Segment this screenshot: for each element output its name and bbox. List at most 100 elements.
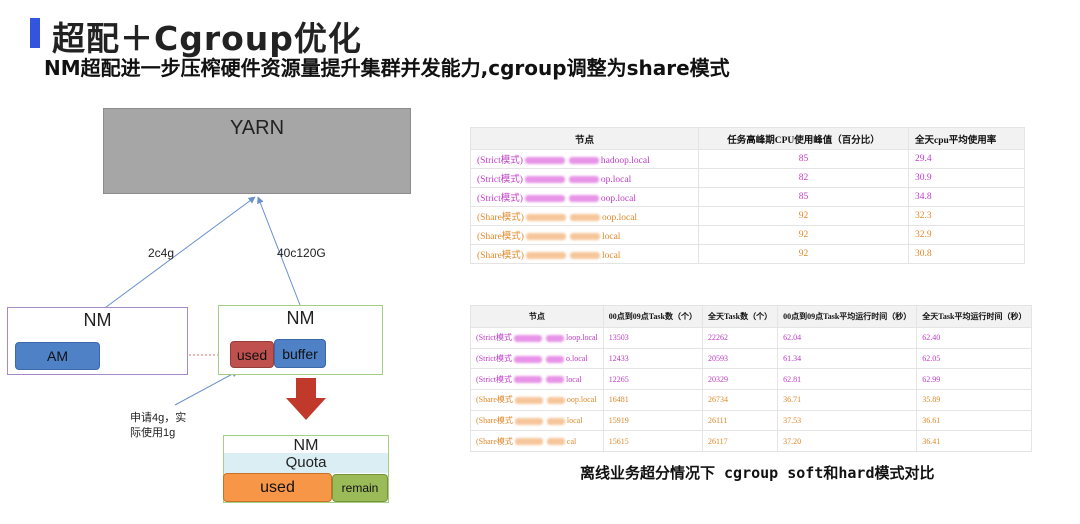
cpu-node-cell: (Strict模式) op.local: [470, 168, 699, 188]
cpu-node-cell: (Strict模式) oop.local: [470, 187, 699, 207]
task-count-0009-cell: 12265: [602, 368, 703, 391]
task-count-0009-cell: 15919: [602, 409, 703, 432]
quota-used-bar: used: [223, 473, 332, 502]
redacted-hostname-blur: [514, 397, 543, 405]
redacted-hostname-blur: [546, 355, 564, 363]
task-header-task-count-day: 全天Task数（个）: [701, 305, 779, 328]
cpu-avg-cell: 30.9: [908, 168, 1025, 188]
yarn-label: YARN: [229, 117, 285, 139]
cpu-node-mode: (Share模式): [477, 251, 524, 261]
cpu-node-hostname: oop.local: [600, 194, 637, 204]
cpu-peak-cell: 92: [698, 206, 909, 226]
avg-time-0009-cell: 36.71: [777, 389, 918, 411]
avg-time-day-cell: 62.99: [916, 368, 1033, 391]
avg-time-0009-cell: 37.53: [777, 409, 918, 432]
request-note: 申请4g，实 际使用1g: [130, 411, 186, 441]
task-count-0009-cell: 13503: [602, 327, 703, 349]
task-node-mode: (Share模式: [476, 416, 513, 426]
task-node-mode: (Share模式: [476, 436, 513, 446]
cpu-avg-cell: 32.3: [908, 206, 1025, 226]
page-subtitle: NM超配进一步压榨硬件资源量提升集群并发能力,cgroup调整为share模式: [44, 56, 730, 80]
redacted-hostname-blur: [568, 157, 599, 165]
cpu-avg-cell: 30.8: [908, 244, 1025, 264]
down-arrow-icon: [286, 378, 326, 420]
redacted-hostname-blur: [514, 438, 543, 446]
cpu-peak-cell: 92: [698, 244, 909, 264]
avg-time-day-cell: 35.89: [916, 389, 1033, 411]
avg-time-0009-cell: 62.81: [777, 368, 918, 391]
avg-time-0009-cell: 61.34: [777, 347, 918, 370]
cpu-peak-cell: 85: [698, 187, 909, 207]
cpu-node-mode: (Strict模式): [477, 175, 523, 185]
nm-left-label: NM: [83, 310, 112, 330]
note-pointer: [174, 370, 239, 406]
cpu-node-hostname: local: [601, 251, 621, 261]
cpu-peak-cell: 85: [698, 149, 909, 169]
cpu-node-cell: (Share模式) local: [470, 244, 699, 264]
cpu-node-hostname: hadoop.local: [600, 156, 650, 166]
avg-time-day-cell: 36.61: [916, 409, 1033, 432]
task-node-cell: (Strict模式 local: [470, 368, 604, 391]
task-header-avg-time-day: 全天Task平均运行时间（秒）: [916, 305, 1033, 328]
title-accent-bar: [30, 18, 40, 48]
redacted-hostname-blur: [569, 214, 600, 222]
task-stats-table: 节点 00点到09点Task数（个） 全天Task数（个） 00点到09点Tas…: [470, 305, 1033, 453]
task-table-header-row: 节点 00点到09点Task数（个） 全天Task数（个） 00点到09点Tas…: [470, 305, 1033, 328]
task-node-mode: (Strict模式: [476, 333, 512, 343]
redacted-hostname-blur: [546, 397, 565, 405]
redacted-hostname-blur: [525, 233, 566, 241]
task-node-hostname: oop.local: [566, 395, 597, 405]
task-node-mode: (Strict模式: [476, 374, 512, 384]
task-count-day-cell: 26734: [701, 389, 779, 411]
cpu-header-peak: 任务高峰期CPU使用峰值（百分比）: [698, 127, 909, 150]
redacted-hostname-blur: [568, 176, 599, 184]
redacted-hostname-blur: [514, 355, 542, 363]
nm-right-label: NM: [286, 308, 315, 328]
redacted-hostname-blur: [514, 376, 542, 384]
task-count-day-cell: 26111: [701, 409, 779, 432]
task-header-task-count-0009: 00点到09点Task数（个）: [602, 305, 703, 328]
request-note-line1: 申请4g，实: [130, 412, 187, 424]
task-node-hostname: cal: [566, 436, 577, 446]
redacted-hostname-blur: [524, 157, 565, 165]
avg-time-0009-cell: 37.20: [777, 430, 918, 453]
redacted-hostname-blur: [524, 195, 565, 203]
used-pill: used: [230, 341, 274, 368]
cpu-header-avg: 全天cpu平均使用率: [908, 127, 1025, 150]
page-title: 超配＋Cgroup优化: [52, 19, 362, 58]
am-pill: AM: [15, 342, 100, 370]
yarn-box: YARN: [103, 108, 411, 194]
cpu-node-hostname: oop.local: [601, 213, 638, 223]
redacted-hostname-blur: [524, 176, 565, 184]
redacted-hostname-blur: [569, 252, 600, 260]
avg-time-day-cell: 62.40: [916, 327, 1033, 349]
cpu-node-cell: (Share模式)local: [470, 225, 699, 245]
task-node-hostname: local: [566, 374, 582, 384]
redacted-hostname-blur: [546, 417, 565, 425]
avg-time-0009-cell: 62.04: [777, 327, 918, 349]
cpu-node-hostname: op.local: [600, 175, 632, 185]
cpu-node-mode: (Strict模式): [477, 194, 523, 204]
redacted-hostname-blur: [546, 376, 564, 384]
task-node-hostname: o.local: [566, 354, 588, 364]
task-count-day-cell: 20593: [701, 347, 779, 370]
avg-time-day-cell: 36.41: [916, 430, 1033, 453]
redacted-hostname-blur: [568, 195, 599, 203]
redacted-hostname-blur: [514, 417, 543, 425]
cpu-node-cell: (Share模式)oop.local: [470, 206, 699, 226]
redacted-hostname-blur: [525, 214, 566, 222]
cpu-header-node: 节点: [470, 127, 699, 150]
